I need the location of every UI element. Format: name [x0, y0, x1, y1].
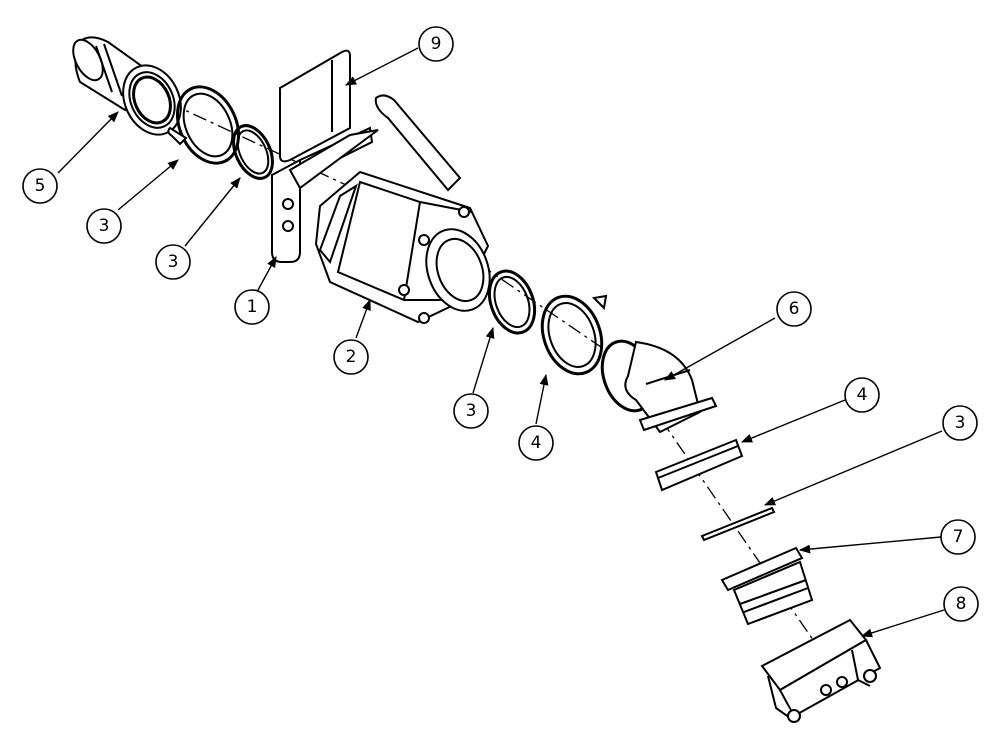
part-2-valve-body	[316, 95, 501, 323]
svg-text:3: 3	[466, 401, 477, 421]
part-4-clamp-ring-upper	[166, 77, 251, 173]
part-5-hose-fitting	[67, 35, 192, 144]
callout-1: 1	[234, 289, 270, 325]
svg-text:6: 6	[789, 299, 800, 319]
leader-5	[57, 111, 119, 174]
part-3-gasket-upper	[226, 119, 280, 184]
callout-7: 7	[940, 519, 976, 555]
leader-2	[355, 298, 371, 339]
callout-4-lower: 4	[844, 377, 880, 413]
part-9-indicator-plate	[280, 51, 350, 162]
callout-6: 6	[776, 291, 812, 327]
leader-9	[345, 47, 419, 86]
part-3-gasket-lower	[702, 508, 774, 540]
leader-4a	[117, 159, 179, 211]
part-7-coupler-adapter	[722, 548, 812, 624]
part-8-mounting-base	[762, 620, 880, 722]
callout-9: 9	[418, 26, 454, 62]
part-4-clamp-ring-middle	[532, 288, 612, 382]
callout-3-lower: 3	[942, 405, 978, 441]
svg-text:4: 4	[857, 385, 868, 405]
svg-text:9: 9	[431, 34, 442, 54]
svg-text:8: 8	[956, 594, 967, 614]
svg-text:7: 7	[953, 527, 964, 547]
svg-text:5: 5	[35, 176, 46, 196]
callout-2: 2	[333, 339, 369, 375]
leader-6	[664, 317, 776, 381]
svg-text:1: 1	[247, 297, 258, 317]
callout-3-upper: 3	[155, 244, 191, 280]
leader-3c	[763, 430, 943, 506]
callout-4-middle: 4	[518, 425, 554, 461]
assembly-centerline	[119, 79, 821, 651]
part-1-mounting-bracket	[272, 128, 378, 262]
leader-3a	[184, 177, 241, 247]
callout-5: 5	[22, 168, 58, 204]
part-3-gasket-middle	[481, 265, 542, 340]
leader-4c	[740, 399, 846, 443]
svg-text:3: 3	[955, 413, 966, 433]
svg-text:3: 3	[168, 252, 179, 272]
leader-1	[257, 256, 277, 291]
svg-text:3: 3	[99, 216, 110, 236]
leader-3b	[472, 326, 495, 394]
svg-text:4: 4	[531, 433, 542, 453]
leader-8	[860, 609, 945, 638]
part-6-elbow	[593, 334, 716, 432]
callout-8: 8	[943, 586, 979, 622]
leader-7	[798, 536, 942, 554]
callout-4-upper: 3	[86, 208, 122, 244]
part-4-flange-ring-lower	[656, 440, 742, 490]
leader-4b	[535, 373, 549, 425]
svg-text:2: 2	[346, 347, 357, 367]
callout-3-middle: 3	[453, 393, 489, 429]
